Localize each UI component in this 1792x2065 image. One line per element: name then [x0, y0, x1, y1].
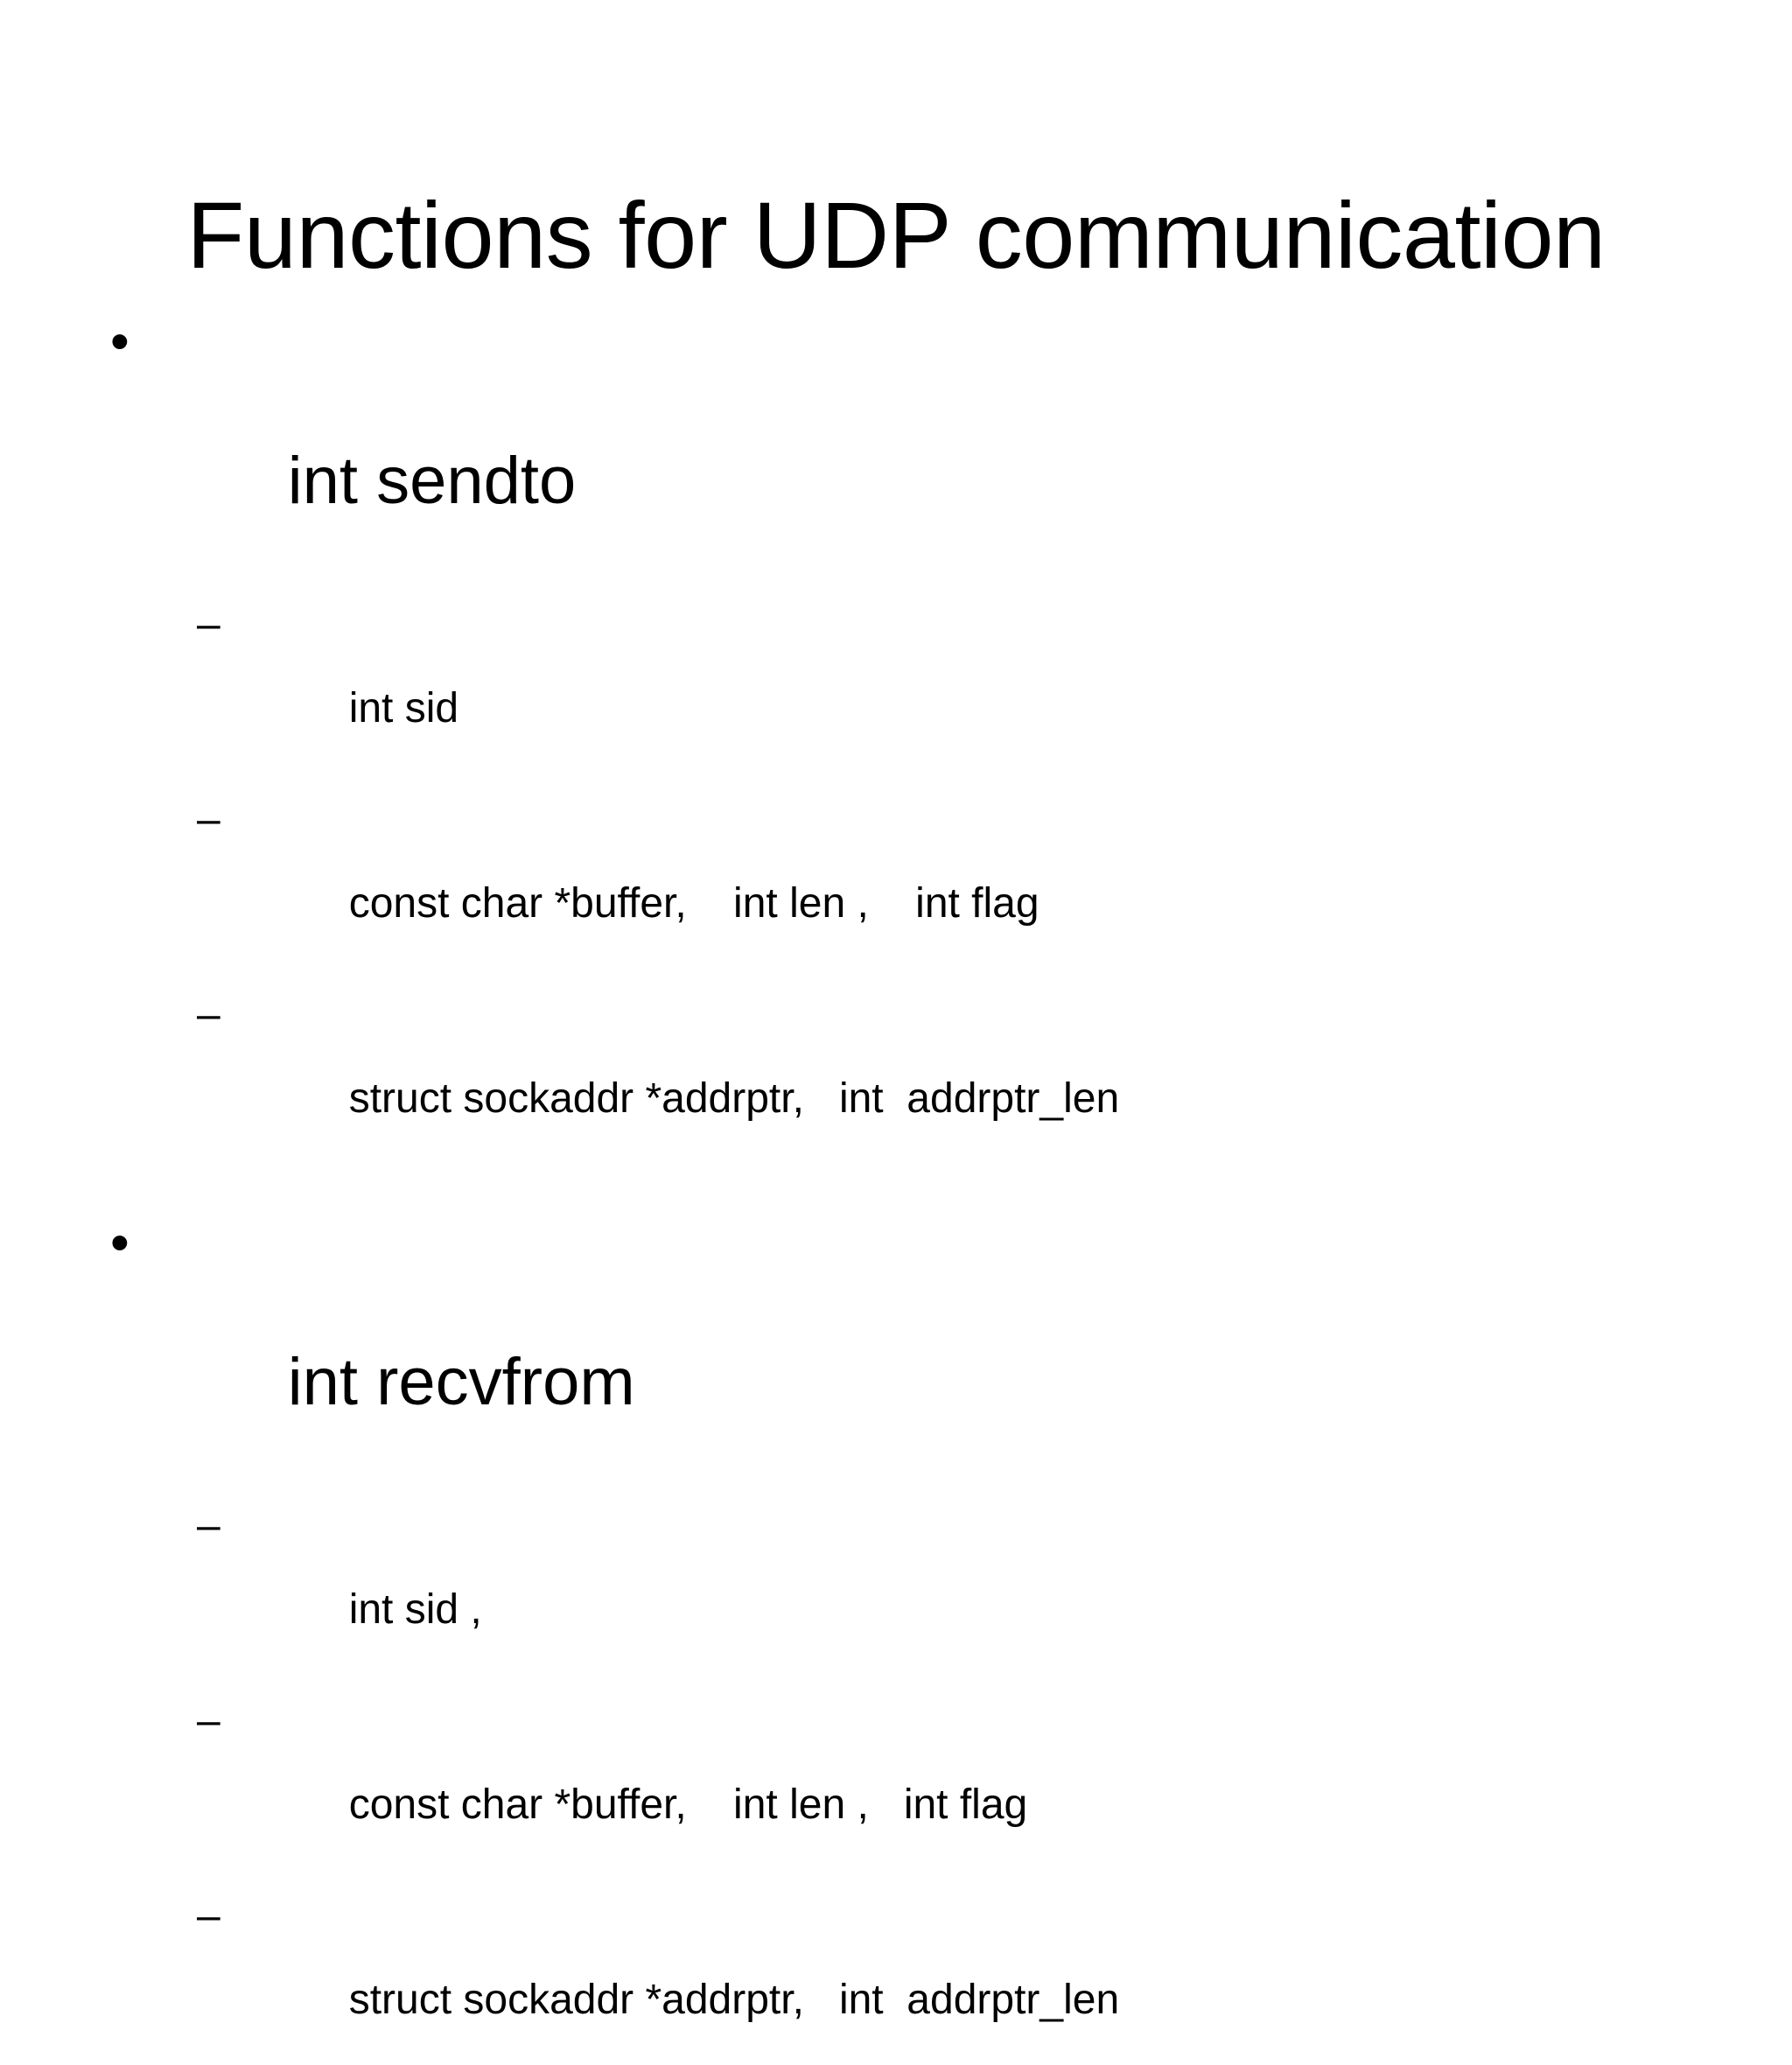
list-item-label: int sid , [348, 1586, 482, 1633]
page-title: Functions for UDP communication [186, 181, 1606, 288]
list-item-label: struct sockaddr *addrptr, int addrptr_le… [348, 1075, 1120, 1122]
list-item: – int sid , [96, 1505, 1715, 1673]
dash-bullet-icon: – [197, 1893, 220, 1939]
list-item: – const char *buffer, int len , int flag [96, 1700, 1715, 1868]
bullet-item-recvfrom: • int recvfrom [96, 1216, 1715, 1482]
bullet-label-recvfrom: int recvfrom [287, 1345, 635, 1419]
list-item: – struct sockaddr *addrptr, int addrptr_… [96, 1895, 1715, 2063]
list-item: – struct sockaddr *addrptr, int addrptr_… [96, 994, 1715, 1162]
bullet-point-icon: • [110, 312, 130, 372]
slide-content-body: • int sendto – int sid – const char *buf… [96, 315, 1715, 2063]
bullet-label-sendto: int sendto [287, 444, 577, 518]
dash-bullet-icon: – [197, 601, 220, 648]
dash-bullet-icon: – [197, 1502, 220, 1549]
dash-bullet-icon: – [197, 796, 220, 843]
list-item-label: const char *buffer, int len , int flag [348, 1782, 1028, 1828]
list-item: – int sid [96, 604, 1715, 772]
list-item-label: const char *buffer, int len , int flag [348, 880, 1040, 927]
presentation-slide: Functions for UDP communication • int se… [110, 181, 1606, 2021]
dash-bullet-icon: – [197, 991, 220, 1038]
list-item-label: struct sockaddr *addrptr, int addrptr_le… [348, 1977, 1120, 2023]
sub-list-sendto: – int sid – const char *buffer, int len … [96, 604, 1715, 1162]
dash-bullet-icon: – [197, 1698, 220, 1744]
bullet-point-icon: • [110, 1213, 130, 1273]
sub-list-recvfrom: – int sid , – const char *buffer, int le… [96, 1505, 1715, 2063]
list-item-label: int sid [348, 685, 459, 732]
list-item: – const char *buffer, int len , int flag [96, 799, 1715, 967]
bullet-item-sendto: • int sendto [96, 315, 1715, 581]
